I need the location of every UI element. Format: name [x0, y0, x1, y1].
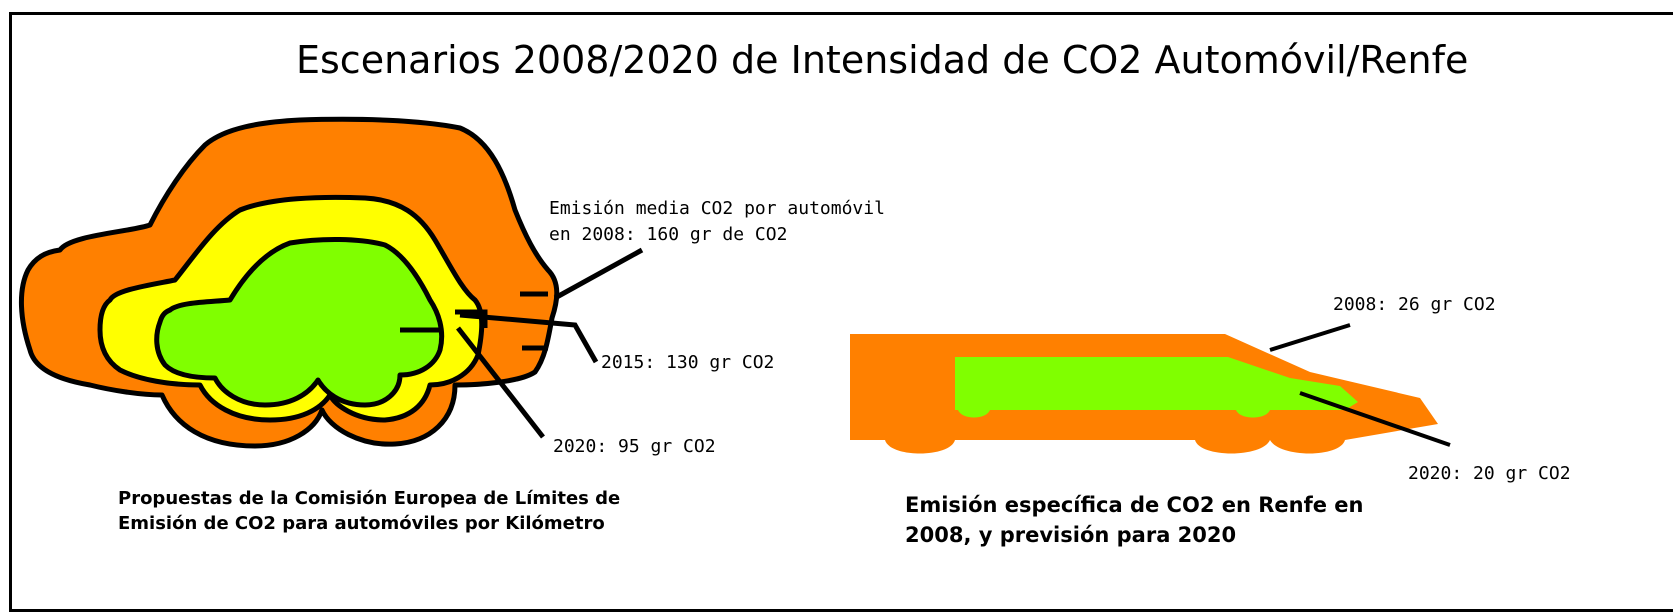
train-caption: Emisión específica de CO2 en Renfe en 20… [905, 490, 1364, 550]
car-2008-label-line2: en 2008: 160 gr de CO2 [549, 224, 788, 245]
car-pointer-lines [456, 247, 644, 439]
page-title: Escenarios 2008/2020 de Intensidad de CO… [296, 38, 1469, 82]
train-2020-shape [955, 357, 1358, 418]
car-bumper-marks [400, 291, 548, 351]
train-2020-label: 2020: 20 gr CO2 [1408, 463, 1571, 484]
car-caption-line1: Propuestas de la Comisión Europea de Lím… [118, 488, 621, 509]
train-caption-line1: Emisión específica de CO2 en Renfe en [905, 493, 1364, 517]
train-2008-label: 2008: 26 gr CO2 [1333, 294, 1496, 315]
car-2020-shape [154, 237, 445, 408]
car-caption: Propuestas de la Comisión Europea de Lím… [118, 486, 620, 536]
car-2008-label: Emisión media CO2 por automóvil en 2008:… [549, 196, 885, 248]
car-2008-label-line1: Emisión media CO2 por automóvil [549, 198, 885, 219]
train-pointer-lines [1269, 323, 1451, 447]
car-2015-label: 2015: 130 gr CO2 [601, 352, 775, 373]
train-caption-line2: 2008, y previsión para 2020 [905, 523, 1237, 547]
car-caption-line2: Emisión de CO2 para automóviles por Kiló… [118, 513, 605, 534]
car-2020-label: 2020: 95 gr CO2 [553, 436, 716, 457]
